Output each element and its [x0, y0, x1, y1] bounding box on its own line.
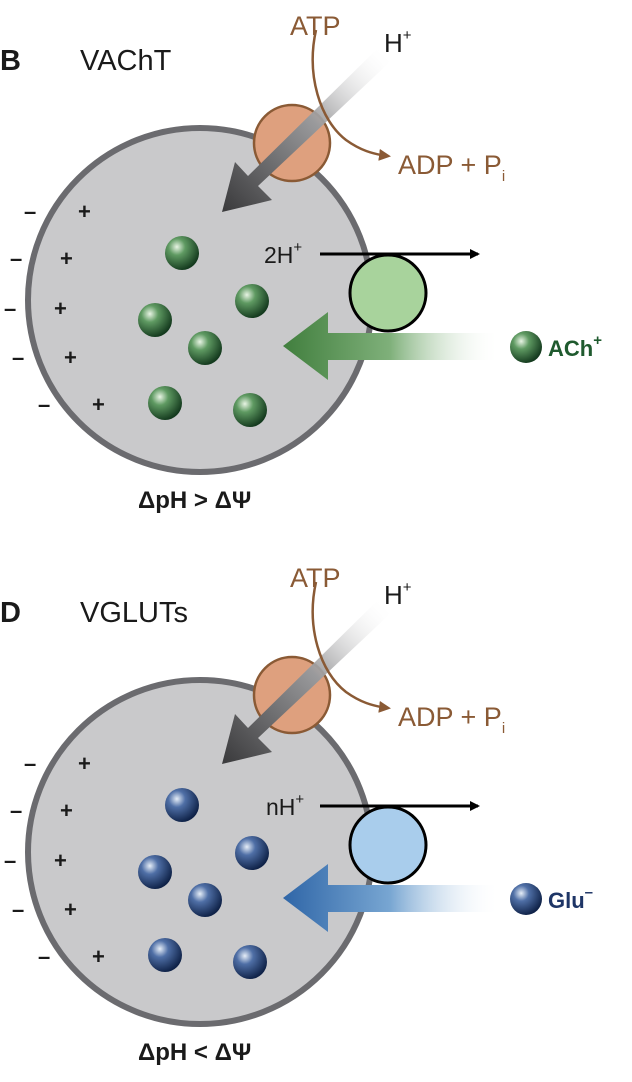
panel-title: VGLUTs — [80, 597, 188, 629]
minus-sign: – — [10, 246, 22, 271]
h-label: H+ — [384, 27, 412, 58]
minus-sign: – — [24, 751, 36, 776]
panel-letter: D — [0, 597, 21, 629]
panel-vgluts: D VGLUTs ATP H+ ADP + Pi nH+ Glu– – + – … — [0, 563, 593, 1066]
atp-label: ATP — [290, 563, 341, 593]
glu-molecule — [188, 883, 222, 917]
gradient-relation: ΔpH > ΔΨ — [138, 487, 251, 514]
exchange-label: nH+ — [266, 791, 304, 820]
vglut-transporter — [348, 805, 428, 885]
minus-sign: – — [10, 798, 22, 823]
plus-sign: + — [78, 199, 91, 224]
exchange-label: 2H+ — [264, 239, 302, 268]
panel-vacht: B VAChT ATP H+ ADP + Pi 2H+ ACh+ – + – — [0, 11, 602, 514]
glu-molecule — [148, 938, 182, 972]
ach-molecule — [165, 236, 199, 270]
plus-sign: + — [54, 296, 67, 321]
glu-molecule — [138, 855, 172, 889]
plus-sign: + — [64, 345, 77, 370]
minus-sign: – — [4, 296, 16, 321]
ach-molecule — [233, 393, 267, 427]
minus-sign: – — [12, 345, 24, 370]
plus-sign: + — [64, 897, 77, 922]
plus-sign: + — [78, 751, 91, 776]
atp-hydrolysis-arrow — [311, 581, 391, 713]
ach-molecule — [188, 331, 222, 365]
vesicle — [25, 125, 375, 475]
ach-uptake-arrow — [283, 312, 500, 380]
vacht-transporter — [348, 253, 428, 333]
plus-sign: + — [54, 848, 67, 873]
glu-uptake-arrow — [283, 864, 500, 932]
substrate-label: ACh+ — [548, 332, 602, 361]
substrate-label: Glu– — [548, 884, 593, 913]
proton-influx-arrow — [222, 46, 392, 212]
glu-molecule — [235, 836, 269, 870]
minus-sign: – — [24, 199, 36, 224]
plus-sign: + — [92, 392, 105, 417]
ach-molecule-outside — [510, 331, 542, 363]
adp-label: ADP + Pi — [398, 702, 505, 737]
glu-molecule — [165, 788, 199, 822]
plus-sign: + — [60, 246, 73, 271]
minus-sign: – — [12, 897, 24, 922]
h-label: H+ — [384, 579, 412, 610]
adp-label: ADP + Pi — [398, 150, 505, 185]
minus-sign: – — [38, 944, 50, 969]
vesicle — [25, 677, 375, 1027]
minus-sign: – — [4, 848, 16, 873]
minus-sign: – — [38, 392, 50, 417]
ach-molecule — [138, 303, 172, 337]
panel-letter: B — [0, 45, 21, 77]
gradient-relation: ΔpH < ΔΨ — [138, 1039, 251, 1066]
panel-title: VAChT — [80, 45, 172, 77]
plus-sign: + — [60, 798, 73, 823]
ach-molecule — [235, 284, 269, 318]
plus-sign: + — [92, 944, 105, 969]
glu-molecule — [233, 945, 267, 979]
glu-molecule-outside — [510, 883, 542, 915]
atp-hydrolysis-arrow — [311, 29, 391, 161]
ach-molecule — [148, 386, 182, 420]
atp-label: ATP — [290, 11, 341, 41]
proton-influx-arrow — [222, 598, 392, 764]
